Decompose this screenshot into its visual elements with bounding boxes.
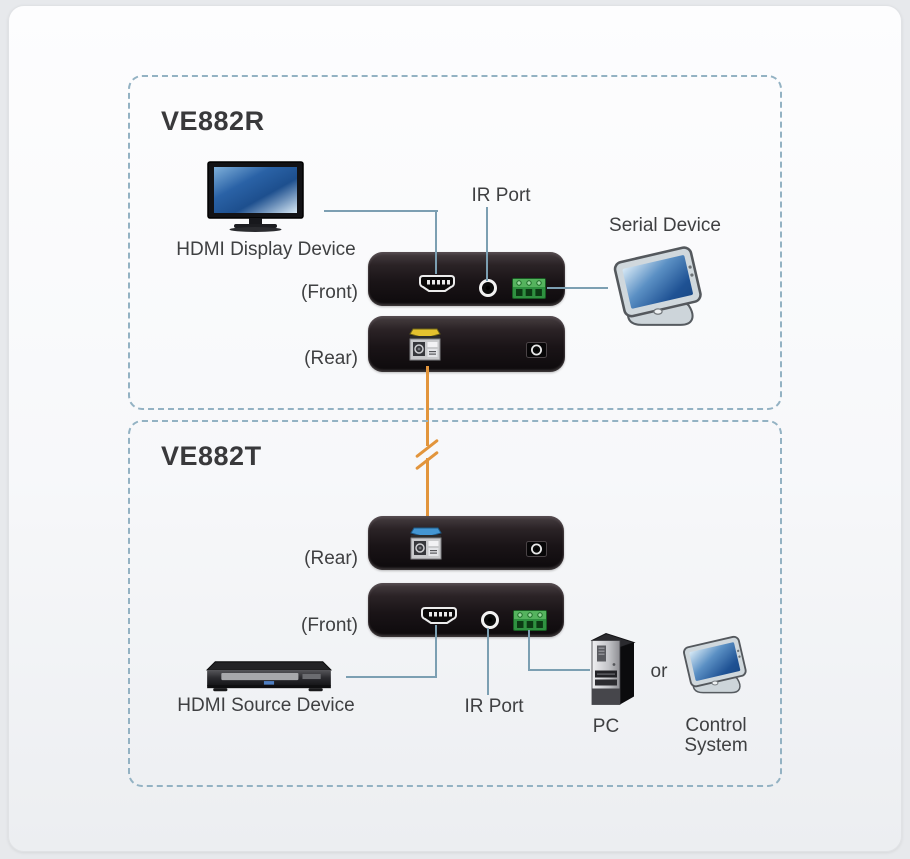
power-jack-icon	[526, 541, 547, 557]
ve882r-front-label: (Front)	[301, 282, 358, 303]
source-connection-line-drop	[435, 625, 437, 678]
ve882t-rear-panel	[368, 516, 564, 570]
ve882t-group-box	[128, 420, 782, 787]
ve882r-title: VE882R	[161, 106, 265, 136]
pc-connection-line-drop	[528, 630, 530, 671]
hdmi-port-icon	[418, 272, 456, 296]
ir-connection-line-transmitter	[487, 628, 489, 695]
display-connection-line-drop	[435, 210, 437, 274]
hdmi-source-device-label: HDMI Source Device	[177, 695, 355, 716]
fiber-cable-lower	[426, 458, 429, 518]
ir-port-label-receiver: IR Port	[471, 185, 531, 206]
ir-port-icon	[478, 278, 498, 298]
ve882t-rear-label: (Rear)	[304, 548, 358, 569]
ve882t-title: VE882T	[161, 441, 262, 471]
sfp-fiber-port-icon	[408, 527, 444, 561]
pc-label: PC	[592, 716, 620, 737]
page-card	[8, 5, 902, 852]
ir-port-label-transmitter: IR Port	[464, 696, 524, 717]
or-label: or	[650, 661, 668, 682]
hdmi-port-icon	[420, 604, 458, 628]
serial-device-icon	[604, 246, 712, 330]
serial-terminal-icon	[512, 275, 546, 299]
control-system-icon	[678, 634, 752, 698]
ve882t-front-label: (Front)	[301, 615, 358, 636]
display-connection-line	[324, 210, 438, 212]
serial-terminal-icon	[513, 607, 547, 631]
pc-tower-icon	[584, 630, 642, 709]
serial-device-label: Serial Device	[609, 215, 721, 236]
ir-connection-line-receiver	[486, 207, 488, 281]
sfp-fiber-port-icon	[407, 328, 443, 362]
ve882r-rear-panel	[368, 316, 565, 372]
control-system-label: Control System	[684, 715, 748, 756]
source-connection-line	[346, 676, 437, 678]
ve882r-group-box	[128, 75, 782, 410]
hdmi-display-device-label: HDMI Display Device	[176, 239, 356, 260]
ir-port-icon	[480, 610, 500, 630]
power-jack-icon	[526, 342, 547, 358]
hdmi-source-icon	[197, 654, 341, 696]
pc-connection-line	[528, 669, 590, 671]
ve882r-front-panel	[368, 252, 565, 306]
hdmi-display-icon	[206, 161, 306, 232]
serial-connection-line	[547, 287, 608, 289]
ve882t-front-panel	[368, 583, 564, 637]
ve882r-rear-label: (Rear)	[304, 348, 358, 369]
fiber-cable-upper	[426, 366, 429, 446]
